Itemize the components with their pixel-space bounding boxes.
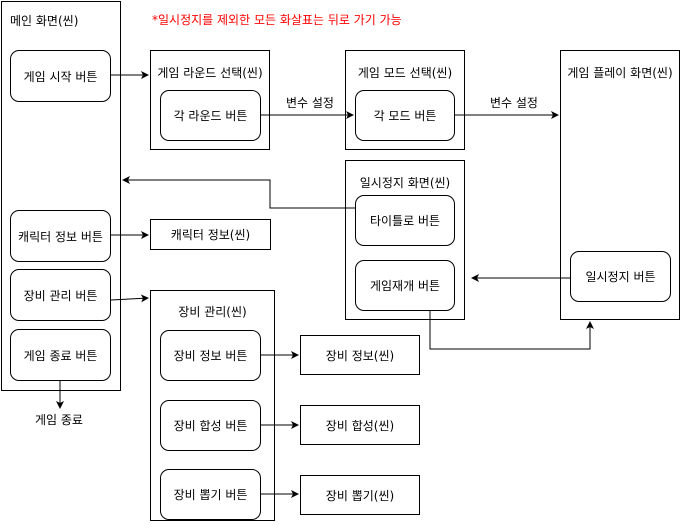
mode-button[interactable]: 각 모드 버튼 xyxy=(355,90,455,141)
round-select-title: 게임 라운드 선택(씬) xyxy=(157,66,263,80)
mode-select-title: 게임 모드 선택(씬) xyxy=(357,66,453,80)
equipment-manage-button[interactable]: 장비 관리 버튼 xyxy=(10,269,111,321)
round-button[interactable]: 각 라운드 버튼 xyxy=(160,90,261,141)
character-info-scene-label: 캐릭터 정보(씬) xyxy=(170,228,251,242)
equipment-info-scene: 장비 정보(씬) xyxy=(300,335,420,375)
pause-button-label: 일시정지 버튼 xyxy=(585,270,656,284)
equipment-info-scene-label: 장비 정보(씬) xyxy=(325,348,395,363)
equipment-synth-scene-label: 장비 합성(씬) xyxy=(325,418,395,433)
equipment-draw-scene-label: 장비 뽑기(씬) xyxy=(325,488,395,503)
to-title-button-label: 타이틀로 버튼 xyxy=(369,214,441,228)
game-quit-button[interactable]: 게임 종료 버튼 xyxy=(10,329,111,381)
edge-label-round-to-mode: 변수 설정 xyxy=(286,96,334,110)
game-quit-button-label: 게임 종료 버튼 xyxy=(23,348,98,363)
arrow-equipment-to-panel xyxy=(110,294,149,303)
mode-button-label: 각 모드 버튼 xyxy=(373,109,437,123)
equipment-info-button-label: 장비 정보 버튼 xyxy=(173,349,248,363)
pause-screen-title: 일시정지 화면(씬) xyxy=(359,176,451,190)
equipment-synth-scene: 장비 합성(씬) xyxy=(300,405,420,445)
main-screen-title: 메인 화면(씬) xyxy=(10,14,79,28)
arrow-title-to-main xyxy=(122,176,355,209)
equipment-synth-button[interactable]: 장비 합성 버튼 xyxy=(160,400,261,451)
game-start-button-label: 게임 시작 버튼 xyxy=(23,69,98,84)
to-title-button[interactable]: 타이틀로 버튼 xyxy=(355,195,455,246)
game-start-button[interactable]: 게임 시작 버튼 xyxy=(10,50,111,102)
game-quit-label: 게임 종료 xyxy=(35,413,83,427)
character-info-button[interactable]: 캐릭터 정보 버튼 xyxy=(10,210,111,262)
pause-button[interactable]: 일시정지 버튼 xyxy=(570,251,671,302)
equipment-draw-button[interactable]: 장비 뽑기 버튼 xyxy=(160,469,261,520)
character-info-button-label: 캐릭터 정보 버튼 xyxy=(18,229,103,244)
equipment-manage-button-label: 장비 관리 버튼 xyxy=(23,288,98,303)
back-navigation-note: *일시정지를 제외한 모든 화살표는 뒤로 가기 가능 xyxy=(152,13,402,27)
equipment-info-button[interactable]: 장비 정보 버튼 xyxy=(160,330,261,381)
character-info-scene: 캐릭터 정보(씬) xyxy=(150,219,271,250)
resume-button[interactable]: 게임재개 버튼 xyxy=(355,260,455,311)
round-button-label: 각 라운드 버튼 xyxy=(173,109,248,123)
equipment-draw-scene: 장비 뽑기(씬) xyxy=(300,475,420,515)
resume-button-label: 게임재개 버튼 xyxy=(369,279,441,293)
equipment-synth-button-label: 장비 합성 버튼 xyxy=(173,419,248,433)
equipment-draw-button-label: 장비 뽑기 버튼 xyxy=(173,488,248,502)
play-screen-title: 게임 플레이 화면(씬) xyxy=(567,66,673,80)
arrow-resume-to-play xyxy=(429,311,594,350)
equipment-panel-title: 장비 관리(씬) xyxy=(178,305,247,319)
edge-label-mode-to-play: 변수 설정 xyxy=(490,96,538,110)
